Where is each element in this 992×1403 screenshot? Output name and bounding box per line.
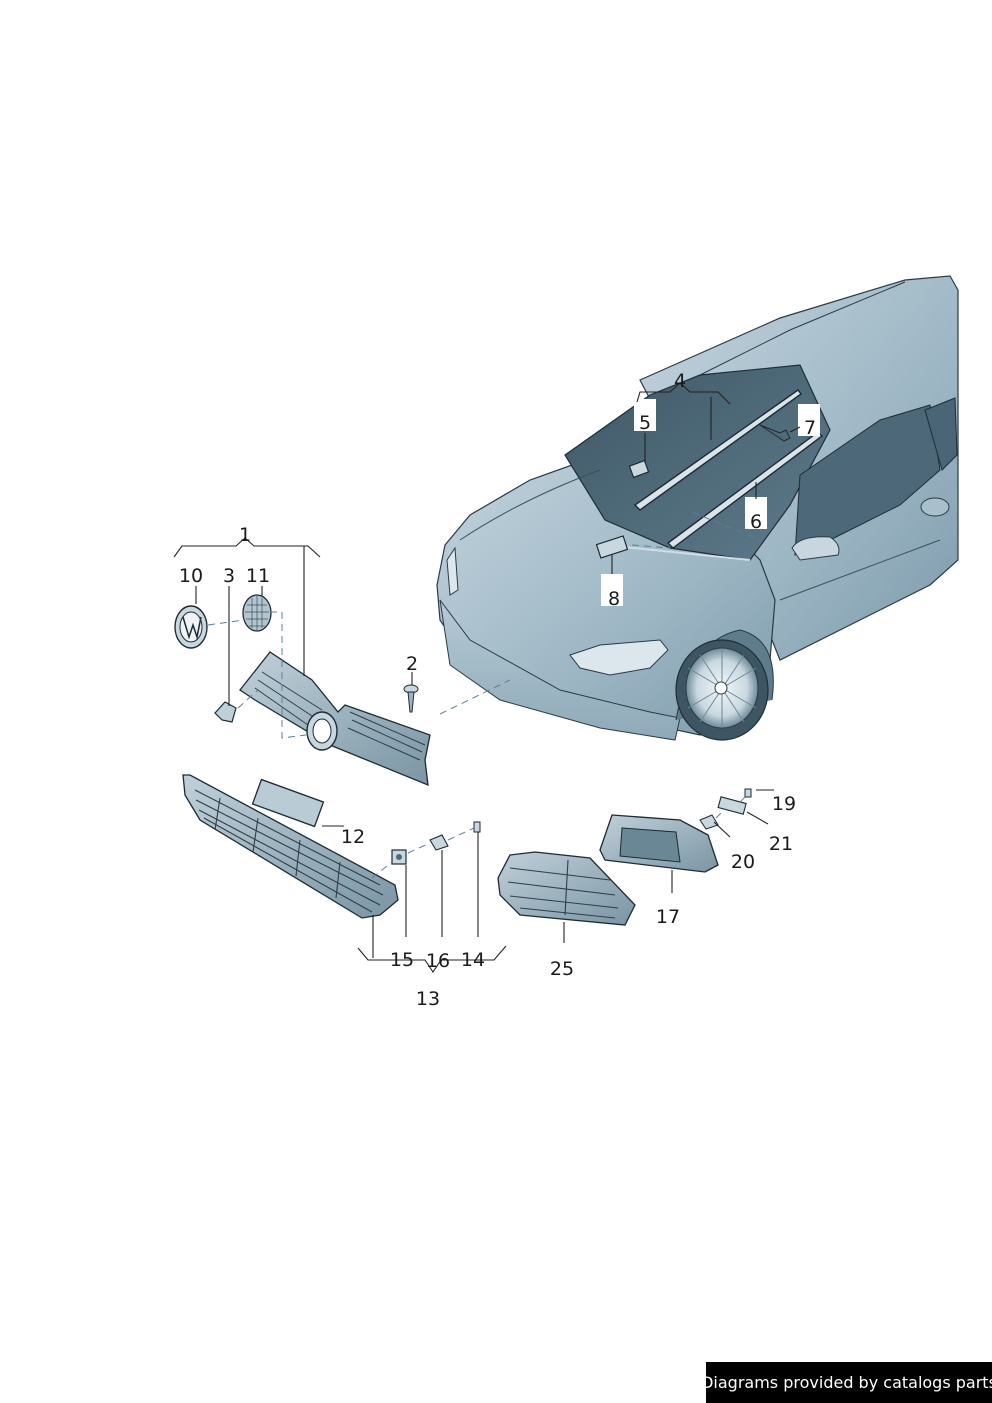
callout-14: 14 (461, 949, 485, 971)
grille-frame (239, 651, 431, 787)
callout-25: 25 (550, 958, 574, 980)
fastener-7 (759, 424, 791, 442)
trim-strip-lower (666, 431, 824, 549)
screw-2 (403, 684, 419, 713)
vw-emblem-10 (174, 605, 208, 649)
leader-lines (173, 382, 801, 973)
headlamp (569, 639, 669, 676)
callout-15: 15 (390, 949, 414, 971)
callout-4: 4 (674, 370, 686, 392)
callout-6: 6 (750, 511, 762, 533)
callout-2: 2 (406, 653, 418, 675)
windscreen-trim-parts (595, 389, 824, 606)
callout-1: 1 (239, 524, 251, 546)
callout-13: 13 (416, 988, 440, 1010)
clip-5 (628, 459, 650, 479)
mesh-insert-11 (242, 594, 272, 632)
callout-11: 11 (246, 565, 270, 587)
front-wheel (675, 639, 769, 741)
bracket-8 (595, 535, 629, 559)
lower-grille-assembly (182, 774, 481, 919)
side-grille-parts (497, 788, 752, 926)
radiator-grille-assembly (174, 594, 431, 787)
clip-3 (214, 701, 237, 723)
callout-16: 16 (426, 950, 450, 972)
clip-16 (429, 834, 449, 851)
clip-14 (473, 821, 481, 833)
door-mirror (791, 536, 840, 561)
trim-strip-upper (633, 389, 802, 511)
callout-10: 10 (179, 565, 203, 587)
lower-grille (182, 774, 399, 919)
callout-21: 21 (769, 833, 793, 855)
plate-12 (251, 778, 325, 828)
callout-5: 5 (639, 412, 651, 434)
callout-3: 3 (223, 565, 235, 587)
credit-text: Diagrams provided by catalogs parts (701, 1373, 992, 1392)
bracket-21 (717, 796, 747, 815)
car-body-illustration (436, 275, 959, 741)
clip-20 (699, 814, 719, 830)
callout-8: 8 (608, 588, 620, 610)
clip-19 (744, 788, 752, 798)
callout-20: 20 (731, 851, 755, 873)
callout-17: 17 (656, 906, 680, 928)
callout-12: 12 (341, 826, 365, 848)
callout-labels: 1 2 3 4 5 6 7 8 10 11 12 13 14 15 16 17 … (179, 370, 816, 1010)
callout-7: 7 (804, 417, 816, 439)
catalog-credit-banner: Diagrams provided by catalogs parts (701, 1362, 992, 1403)
callout-19: 19 (772, 793, 796, 815)
